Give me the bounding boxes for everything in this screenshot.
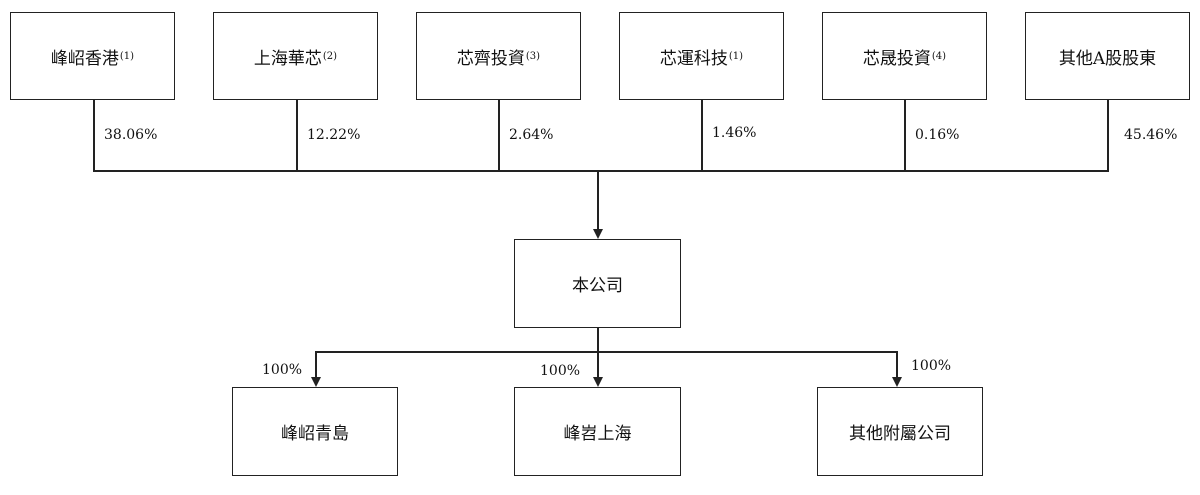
shareholder-name: 峰岹香港 bbox=[50, 48, 119, 69]
connector-line bbox=[597, 351, 599, 377]
shareholding-percentage: 38.06% bbox=[104, 127, 158, 143]
subsidiary-name: 峰岧上海 bbox=[563, 424, 632, 444]
arrow-down-icon bbox=[593, 229, 603, 239]
shareholder-name: 其他A股股東 bbox=[1058, 48, 1157, 69]
connector-line bbox=[701, 100, 703, 171]
subsidiary-box-2: 其他附屬公司 bbox=[817, 387, 983, 476]
subsidiary-name: 峰岹青島 bbox=[281, 424, 349, 444]
shareholder-note: (1) bbox=[119, 50, 135, 62]
shareholder-note: (4) bbox=[931, 50, 947, 62]
shareholder-box-1: 上海華芯(2) bbox=[213, 12, 378, 100]
connector-line bbox=[896, 351, 898, 377]
shareholding-percentage: 12.22% bbox=[307, 127, 361, 143]
subsidiary-name: 其他附屬公司 bbox=[849, 424, 951, 444]
connector-line bbox=[93, 170, 1109, 172]
shareholding-percentage: 0.16% bbox=[915, 127, 960, 143]
connector-line bbox=[597, 328, 599, 352]
company-box: 本公司 bbox=[514, 239, 681, 328]
subsidiary-percentage: 100% bbox=[540, 363, 581, 379]
shareholder-name: 上海華芯 bbox=[253, 48, 322, 69]
shareholding-percentage: 2.64% bbox=[509, 127, 554, 143]
subsidiary-percentage: 100% bbox=[911, 358, 952, 374]
shareholder-box-2: 芯齊投資(3) bbox=[416, 12, 581, 100]
shareholder-note: (2) bbox=[322, 50, 338, 62]
connector-line bbox=[296, 100, 298, 171]
connector-line bbox=[597, 170, 599, 230]
arrow-down-icon bbox=[593, 377, 603, 387]
connector-line bbox=[315, 351, 317, 377]
subsidiary-box-0: 峰岹青島 bbox=[232, 387, 398, 476]
arrow-down-icon bbox=[892, 377, 902, 387]
shareholder-note: (1) bbox=[728, 50, 744, 62]
shareholding-percentage: 1.46% bbox=[712, 125, 757, 141]
connector-line bbox=[315, 351, 897, 353]
connector-line bbox=[93, 100, 95, 171]
shareholder-name: 芯運科技 bbox=[659, 48, 728, 69]
connector-line bbox=[498, 100, 500, 171]
shareholder-note: (3) bbox=[525, 50, 541, 62]
arrow-down-icon bbox=[311, 377, 321, 387]
connector-line bbox=[904, 100, 906, 171]
shareholder-name: 芯晟投資 bbox=[862, 48, 931, 69]
shareholder-box-3: 芯運科技(1) bbox=[619, 12, 784, 100]
shareholder-box-4: 芯晟投資(4) bbox=[822, 12, 987, 100]
shareholder-box-5: 其他A股股東 bbox=[1025, 12, 1190, 100]
shareholder-name: 芯齊投資 bbox=[456, 48, 525, 69]
company-name: 本公司 bbox=[572, 276, 623, 296]
shareholding-percentage: 45.46% bbox=[1124, 127, 1178, 143]
subsidiary-percentage: 100% bbox=[262, 362, 303, 378]
shareholder-box-0: 峰岹香港(1) bbox=[10, 12, 175, 100]
connector-line bbox=[1107, 100, 1109, 171]
subsidiary-box-1: 峰岧上海 bbox=[514, 387, 681, 476]
